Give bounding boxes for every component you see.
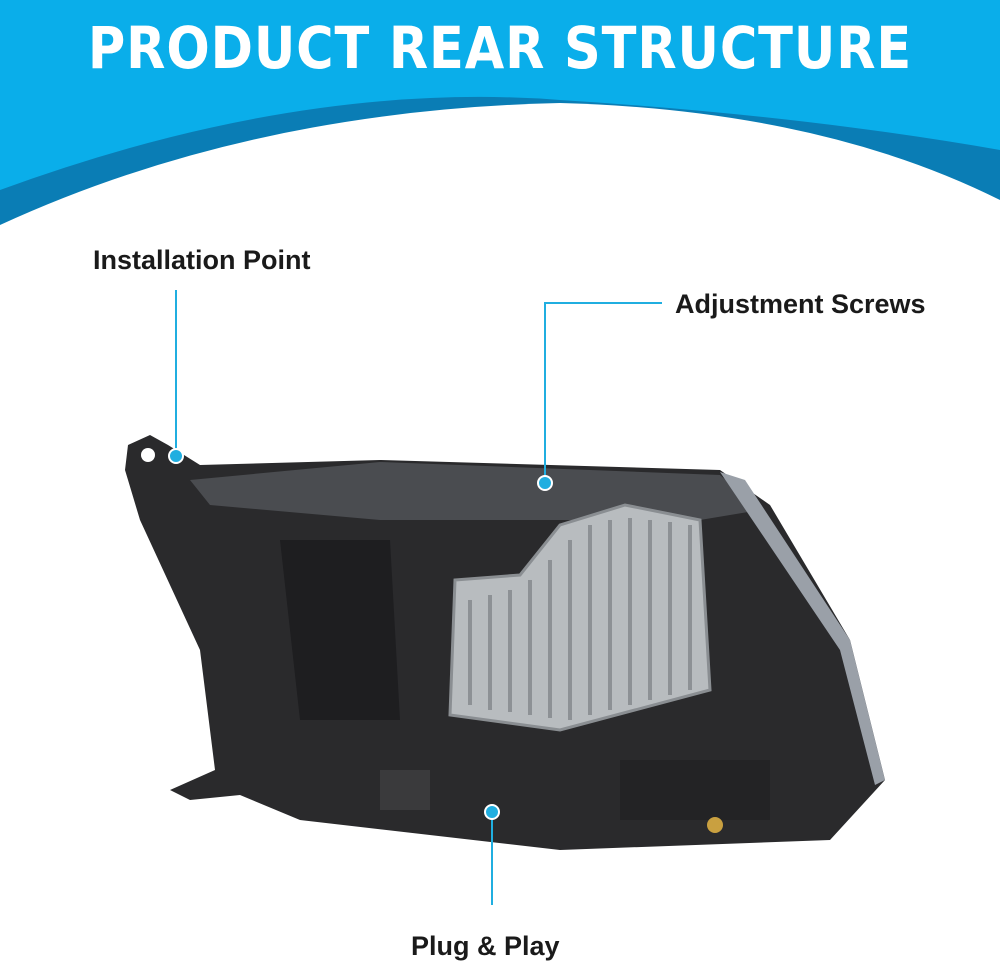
installation-point-label: Installation Point [93, 245, 311, 275]
adjustment-screws-label: Adjustment Screws [675, 289, 926, 319]
adjustment-screws-marker [537, 475, 553, 491]
plug-and-play-label: Plug & Play [411, 931, 560, 961]
headlight-rear-image [125, 435, 885, 850]
plug-and-play-marker [484, 804, 500, 820]
callout-lines [175, 290, 662, 905]
adjustment-screws-line [544, 302, 662, 482]
page-title: PRODUCT REAR STRUCTURE [87, 14, 913, 82]
header-curve [0, 103, 1000, 232]
installation-point-marker [168, 448, 184, 464]
